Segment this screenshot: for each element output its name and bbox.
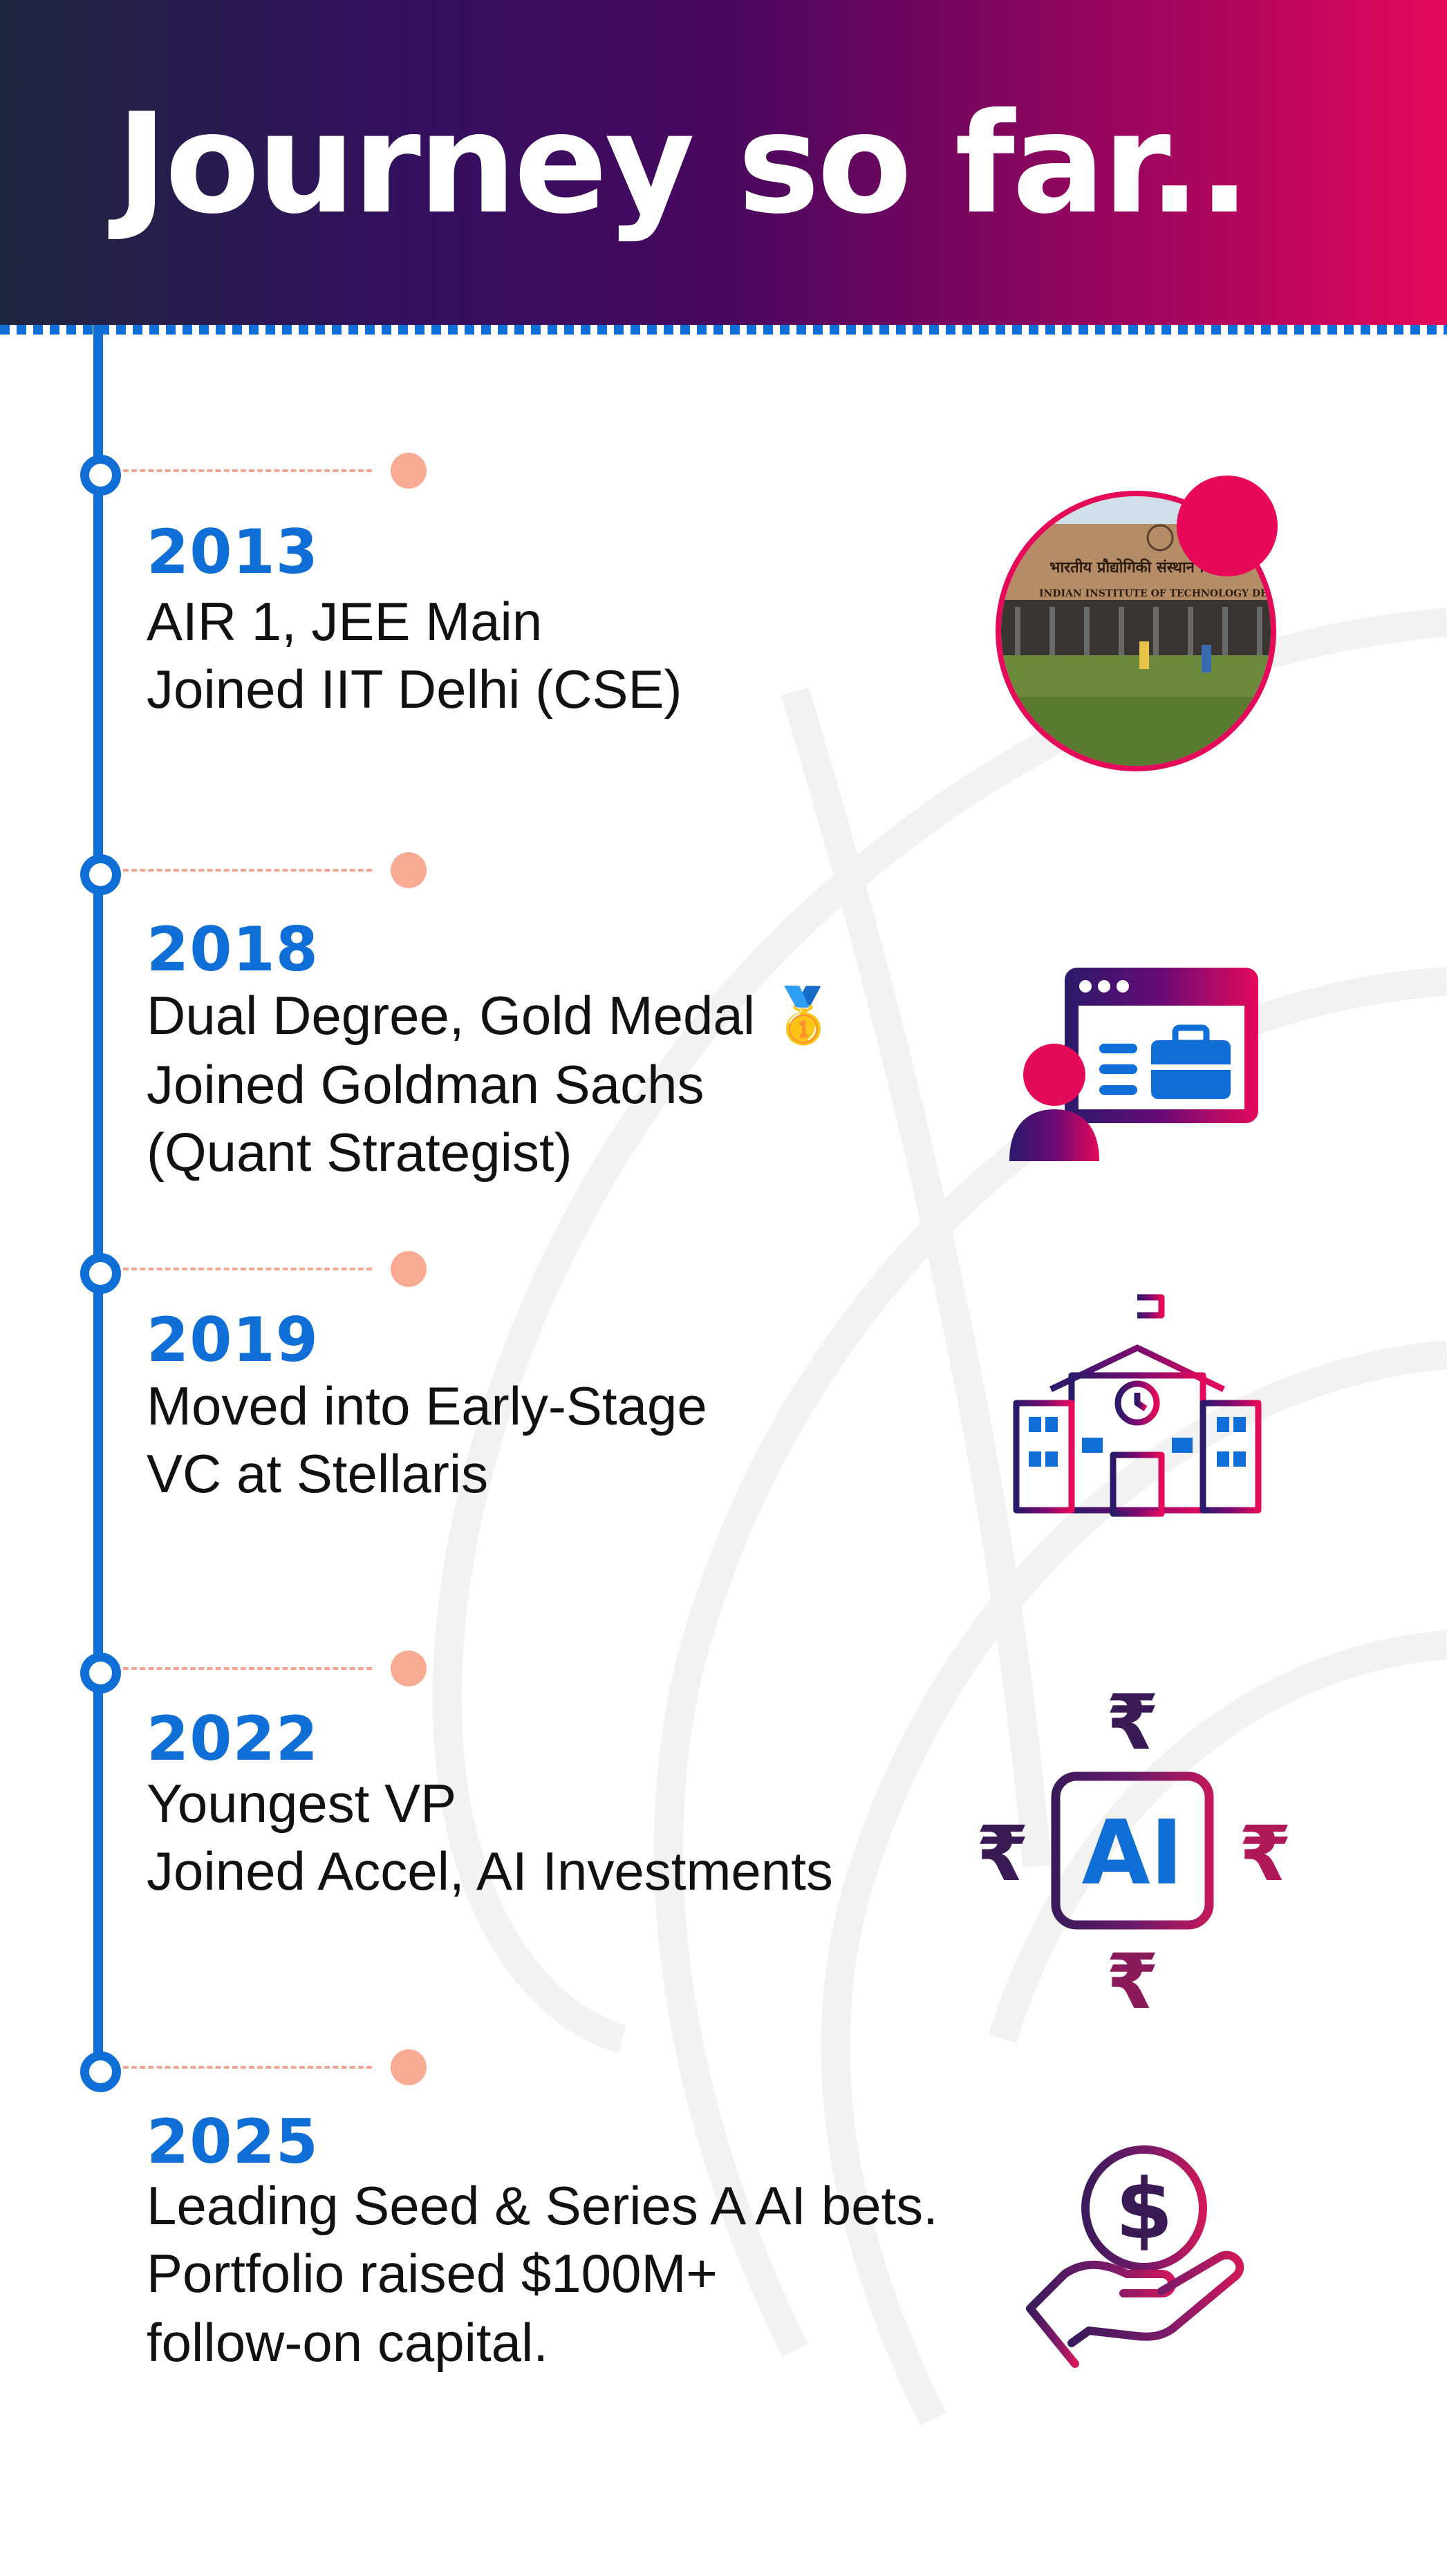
timeline-connector-dot	[391, 2049, 427, 2085]
timeline-node	[80, 1253, 121, 1294]
page-title: Journey so far..	[116, 84, 1251, 245]
timeline-node	[80, 1653, 121, 1693]
timeline-year: 2019	[147, 1304, 319, 1375]
timeline-connector	[123, 1667, 372, 1670]
rupee-symbol-top: ₹	[1106, 1678, 1159, 1767]
dollar-symbol: $	[1115, 2162, 1173, 2258]
timeline-connector	[123, 2066, 372, 2069]
timeline-year: 2022	[147, 1703, 319, 1774]
timeline-node	[80, 2051, 121, 2092]
timeline-line	[93, 325, 103, 2080]
header-banner: Journey so far..	[0, 0, 1447, 325]
timeline-text: Moved into Early-Stage	[147, 1375, 707, 1436]
money-hand-icon: $	[1026, 2145, 1244, 2368]
timeline-text: VC at Stellaris	[147, 1443, 489, 1504]
job-profile-icon	[1009, 968, 1258, 1161]
timeline-year: 2013	[147, 516, 319, 587]
timeline-text: (Quant Strategist)	[147, 1122, 572, 1183]
ai-label: AI	[1082, 1802, 1184, 1905]
iit-delhi-photo: भारतीय प्रौद्योगिकी संस्थान दिल्ली INDIA…	[996, 491, 1276, 771]
timeline-year: 2018	[147, 914, 319, 985]
timeline-text: follow-on capital.	[147, 2312, 548, 2373]
timeline-connector-dot	[391, 1251, 427, 1287]
timeline-node	[80, 455, 121, 496]
timeline-connector	[123, 1268, 372, 1270]
rupee-symbol-left: ₹	[976, 1809, 1029, 1898]
timeline-connector	[123, 869, 372, 872]
header-dotted-border	[0, 325, 1447, 335]
timeline-text: Joined Goldman Sachs	[147, 1054, 704, 1115]
rupee-symbol-right: ₹	[1239, 1809, 1292, 1898]
rupee-symbol-bottom: ₹	[1106, 1937, 1159, 2018]
timeline-node	[80, 854, 121, 895]
timeline-text: AIR 1, JEE Main	[147, 591, 543, 652]
timeline-text: Leading Seed & Series A AI bets.	[147, 2175, 938, 2236]
timeline-text: Dual Degree, Gold Medal 🥇	[147, 985, 837, 1046]
timeline-connector-dot	[391, 852, 427, 888]
timeline-year: 2025	[147, 2106, 319, 2177]
timeline-connector-dot	[391, 1651, 427, 1686]
ai-rupee-icon: AI ₹ ₹ ₹ ₹	[976, 1678, 1292, 2018]
photo-sign-english: INDIAN INSTITUTE OF TECHNOLOGY DELHI	[1039, 588, 1271, 599]
photo-badge	[1177, 476, 1278, 576]
school-building-icon	[1009, 1294, 1265, 1517]
timeline-text: Joined Accel, AI Investments	[147, 1841, 833, 1901]
timeline-connector	[123, 469, 372, 472]
timeline-text: Youngest VP	[147, 1773, 457, 1834]
timeline-connector-dot	[391, 453, 427, 489]
timeline-text: Joined IIT Delhi (CSE)	[147, 659, 682, 720]
timeline-text: Portfolio raised $100M+	[147, 2243, 718, 2304]
